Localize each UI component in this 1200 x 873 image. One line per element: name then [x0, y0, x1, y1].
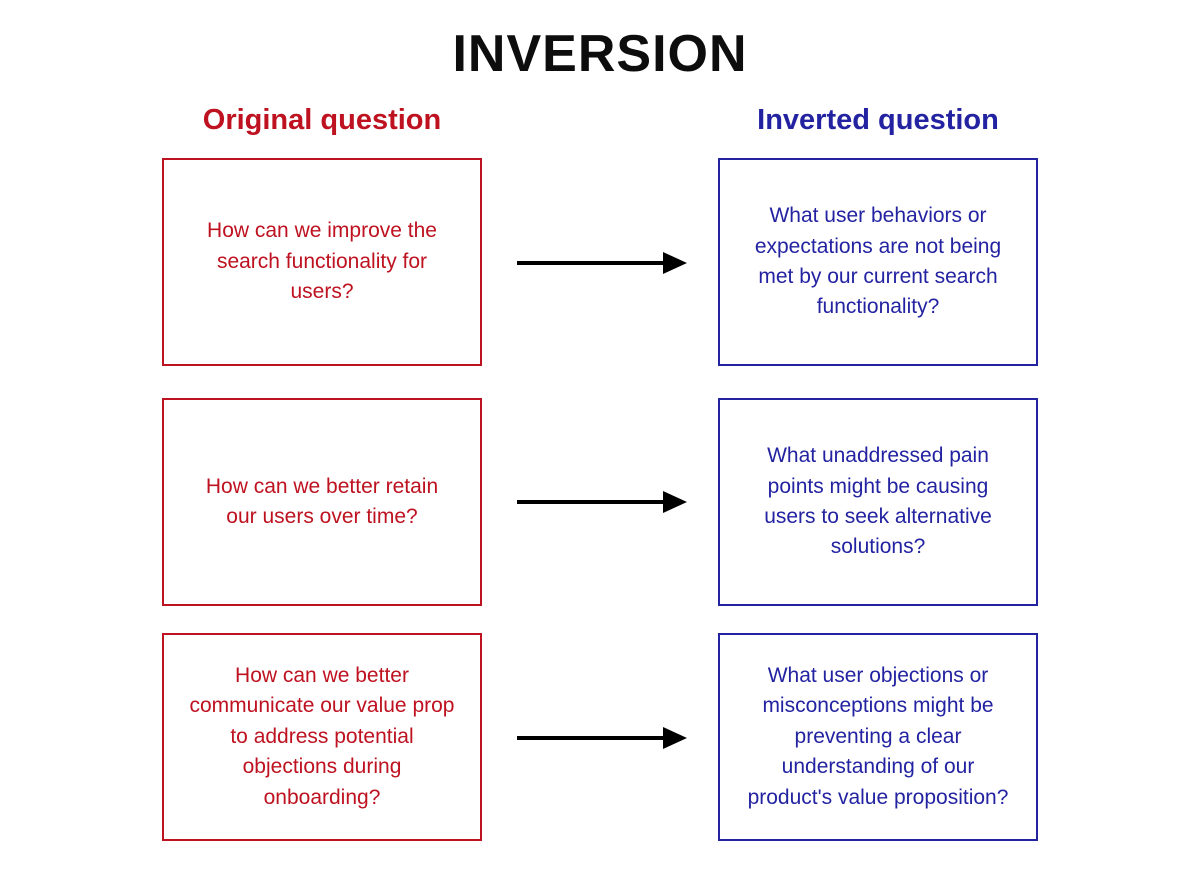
column-header-inverted-question: Inverted question: [757, 104, 999, 136]
original-question-box-3: How can we better communicate our value …: [162, 633, 482, 841]
arrow-right-icon: [517, 725, 687, 751]
original-question-box-1: How can we improve the search functional…: [162, 158, 482, 366]
inverted-question-box-1: What user behaviors or expectations are …: [718, 158, 1038, 366]
page-title: INVERSION: [452, 25, 748, 83]
original-question-box-2: How can we better retain our users over …: [162, 398, 482, 606]
column-header-original-question: Original question: [202, 104, 442, 136]
inverted-question-box-2: What unaddressed pain points might be ca…: [718, 398, 1038, 606]
inverted-question-box-3: What user objections or misconceptions m…: [718, 633, 1038, 841]
arrow-right-icon: [517, 250, 687, 276]
arrow-right-icon: [517, 489, 687, 515]
